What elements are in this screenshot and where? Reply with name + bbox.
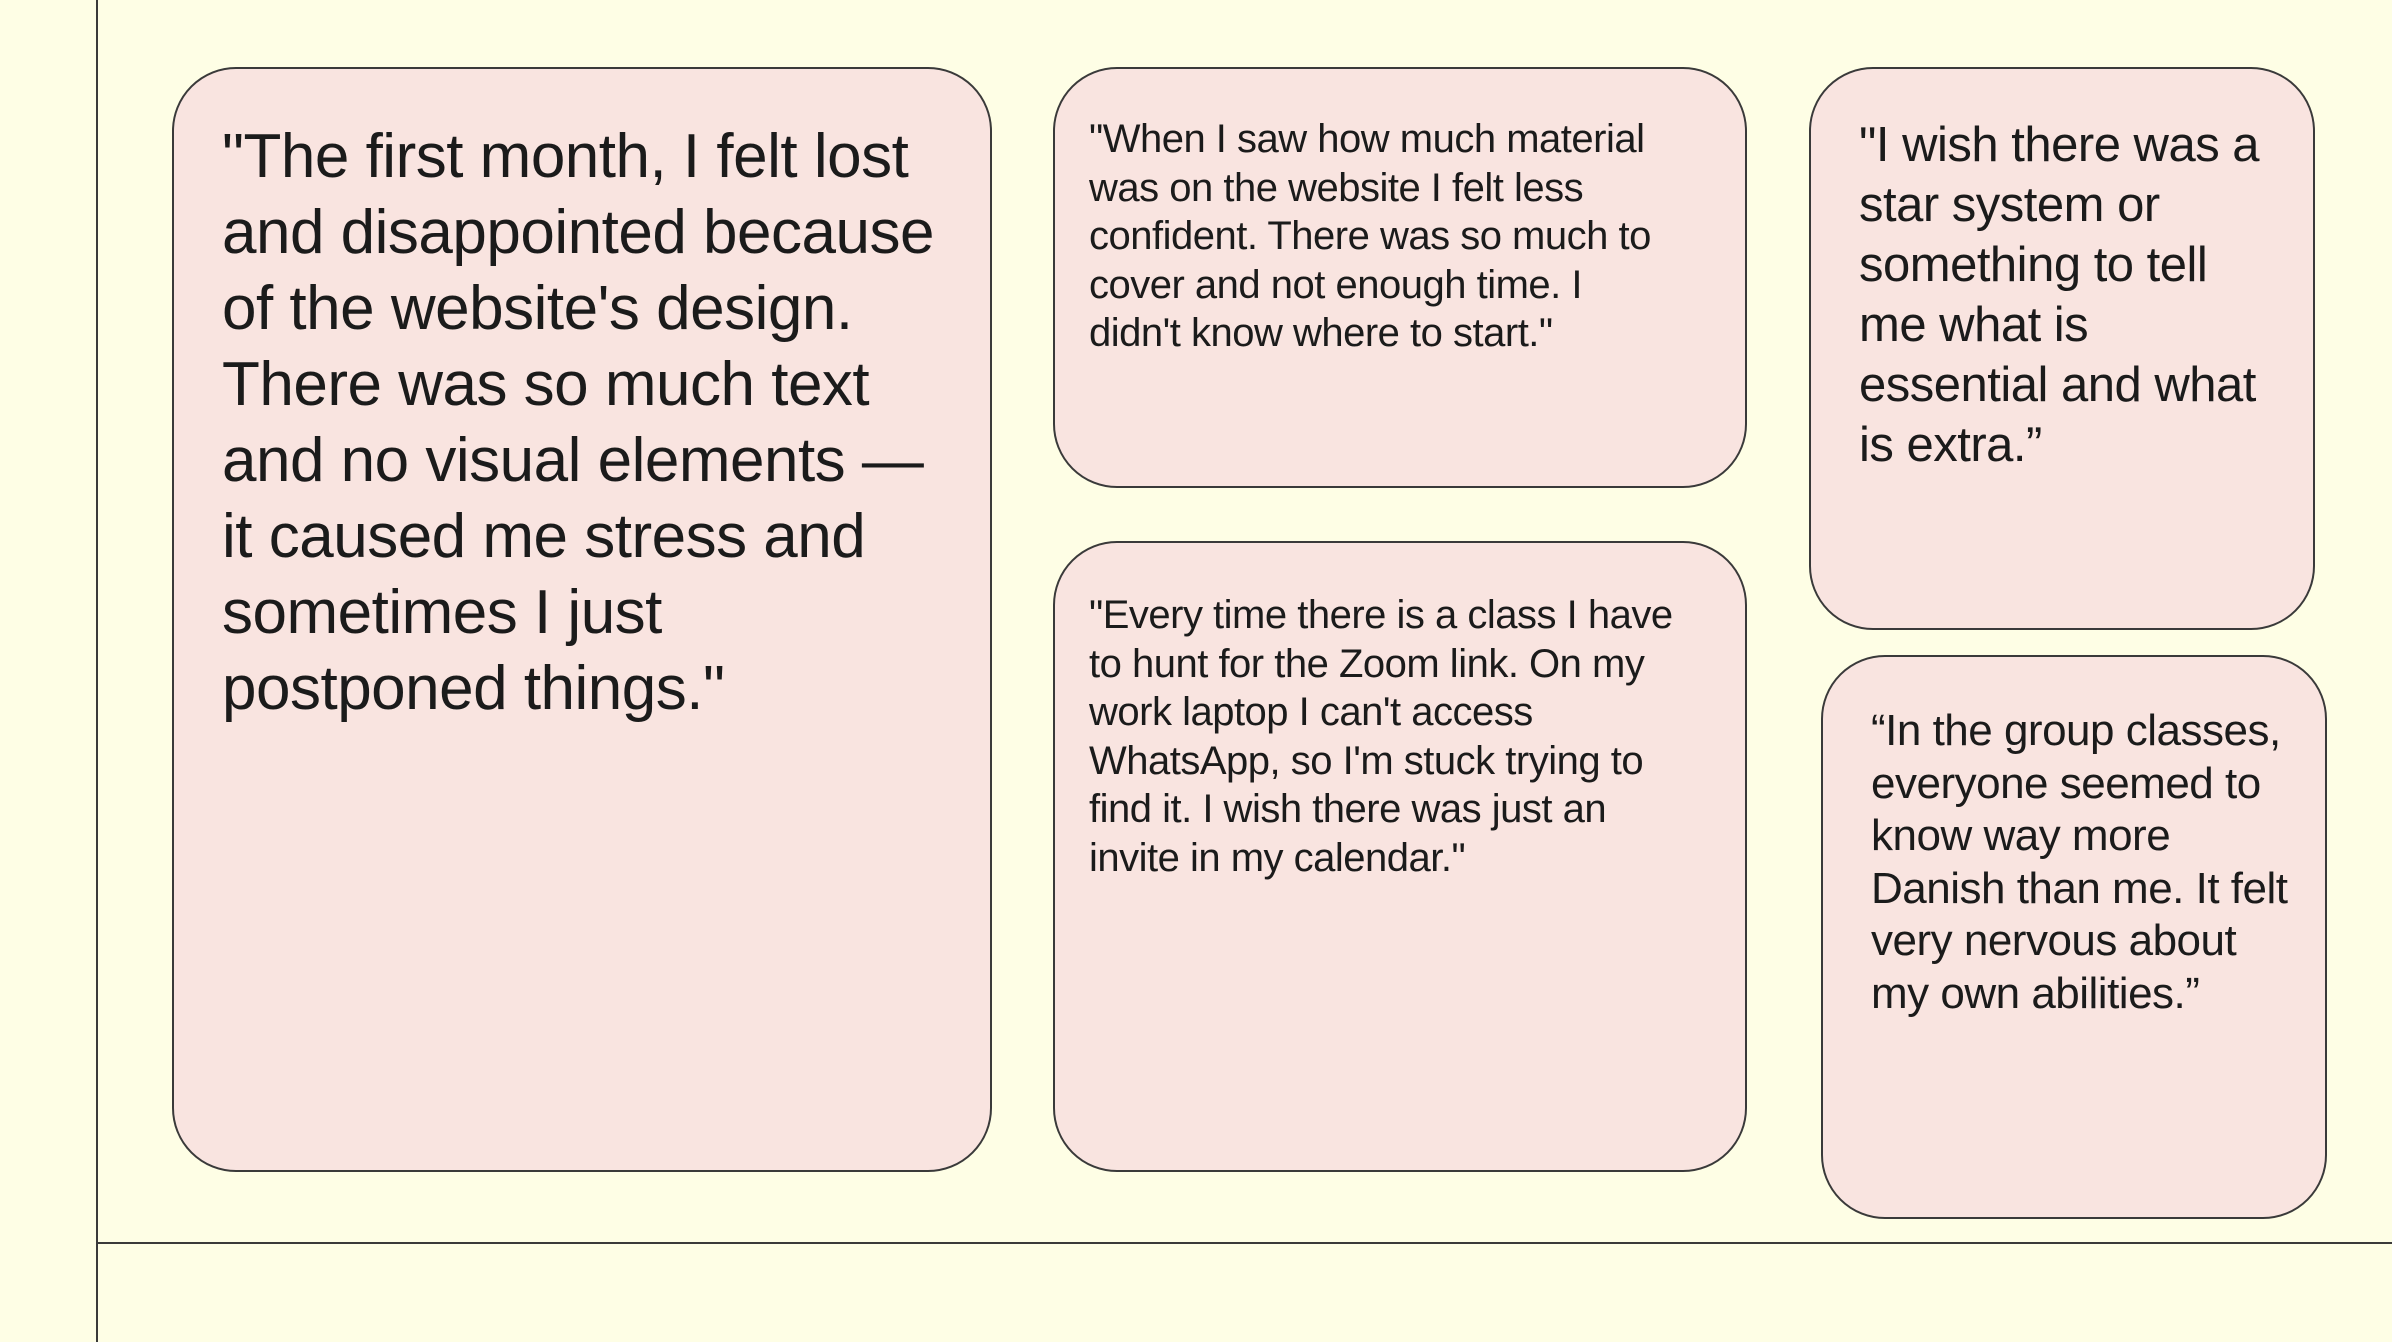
quote-text: "Every time there is a class I have to h… (1089, 593, 1673, 880)
quote-card-website-design: "The first month, I felt lost and disapp… (172, 67, 992, 1172)
quote-text: "The first month, I felt lost and disapp… (222, 122, 934, 723)
quote-text: "I wish there was a star system or somet… (1859, 118, 2260, 472)
horizontal-divider (96, 1242, 2392, 1244)
quote-card-material-amount: "When I saw how much material was on the… (1053, 67, 1747, 488)
vertical-divider (96, 0, 98, 1342)
quote-card-zoom-link: "Every time there is a class I have to h… (1053, 541, 1747, 1172)
quote-text: "When I saw how much material was on the… (1089, 117, 1651, 355)
quote-card-group-classes: “In the group classes, everyone seemed t… (1821, 655, 2327, 1219)
quote-card-star-system: "I wish there was a star system or somet… (1809, 67, 2315, 630)
quote-text: “In the group classes, everyone seemed t… (1871, 706, 2288, 1018)
